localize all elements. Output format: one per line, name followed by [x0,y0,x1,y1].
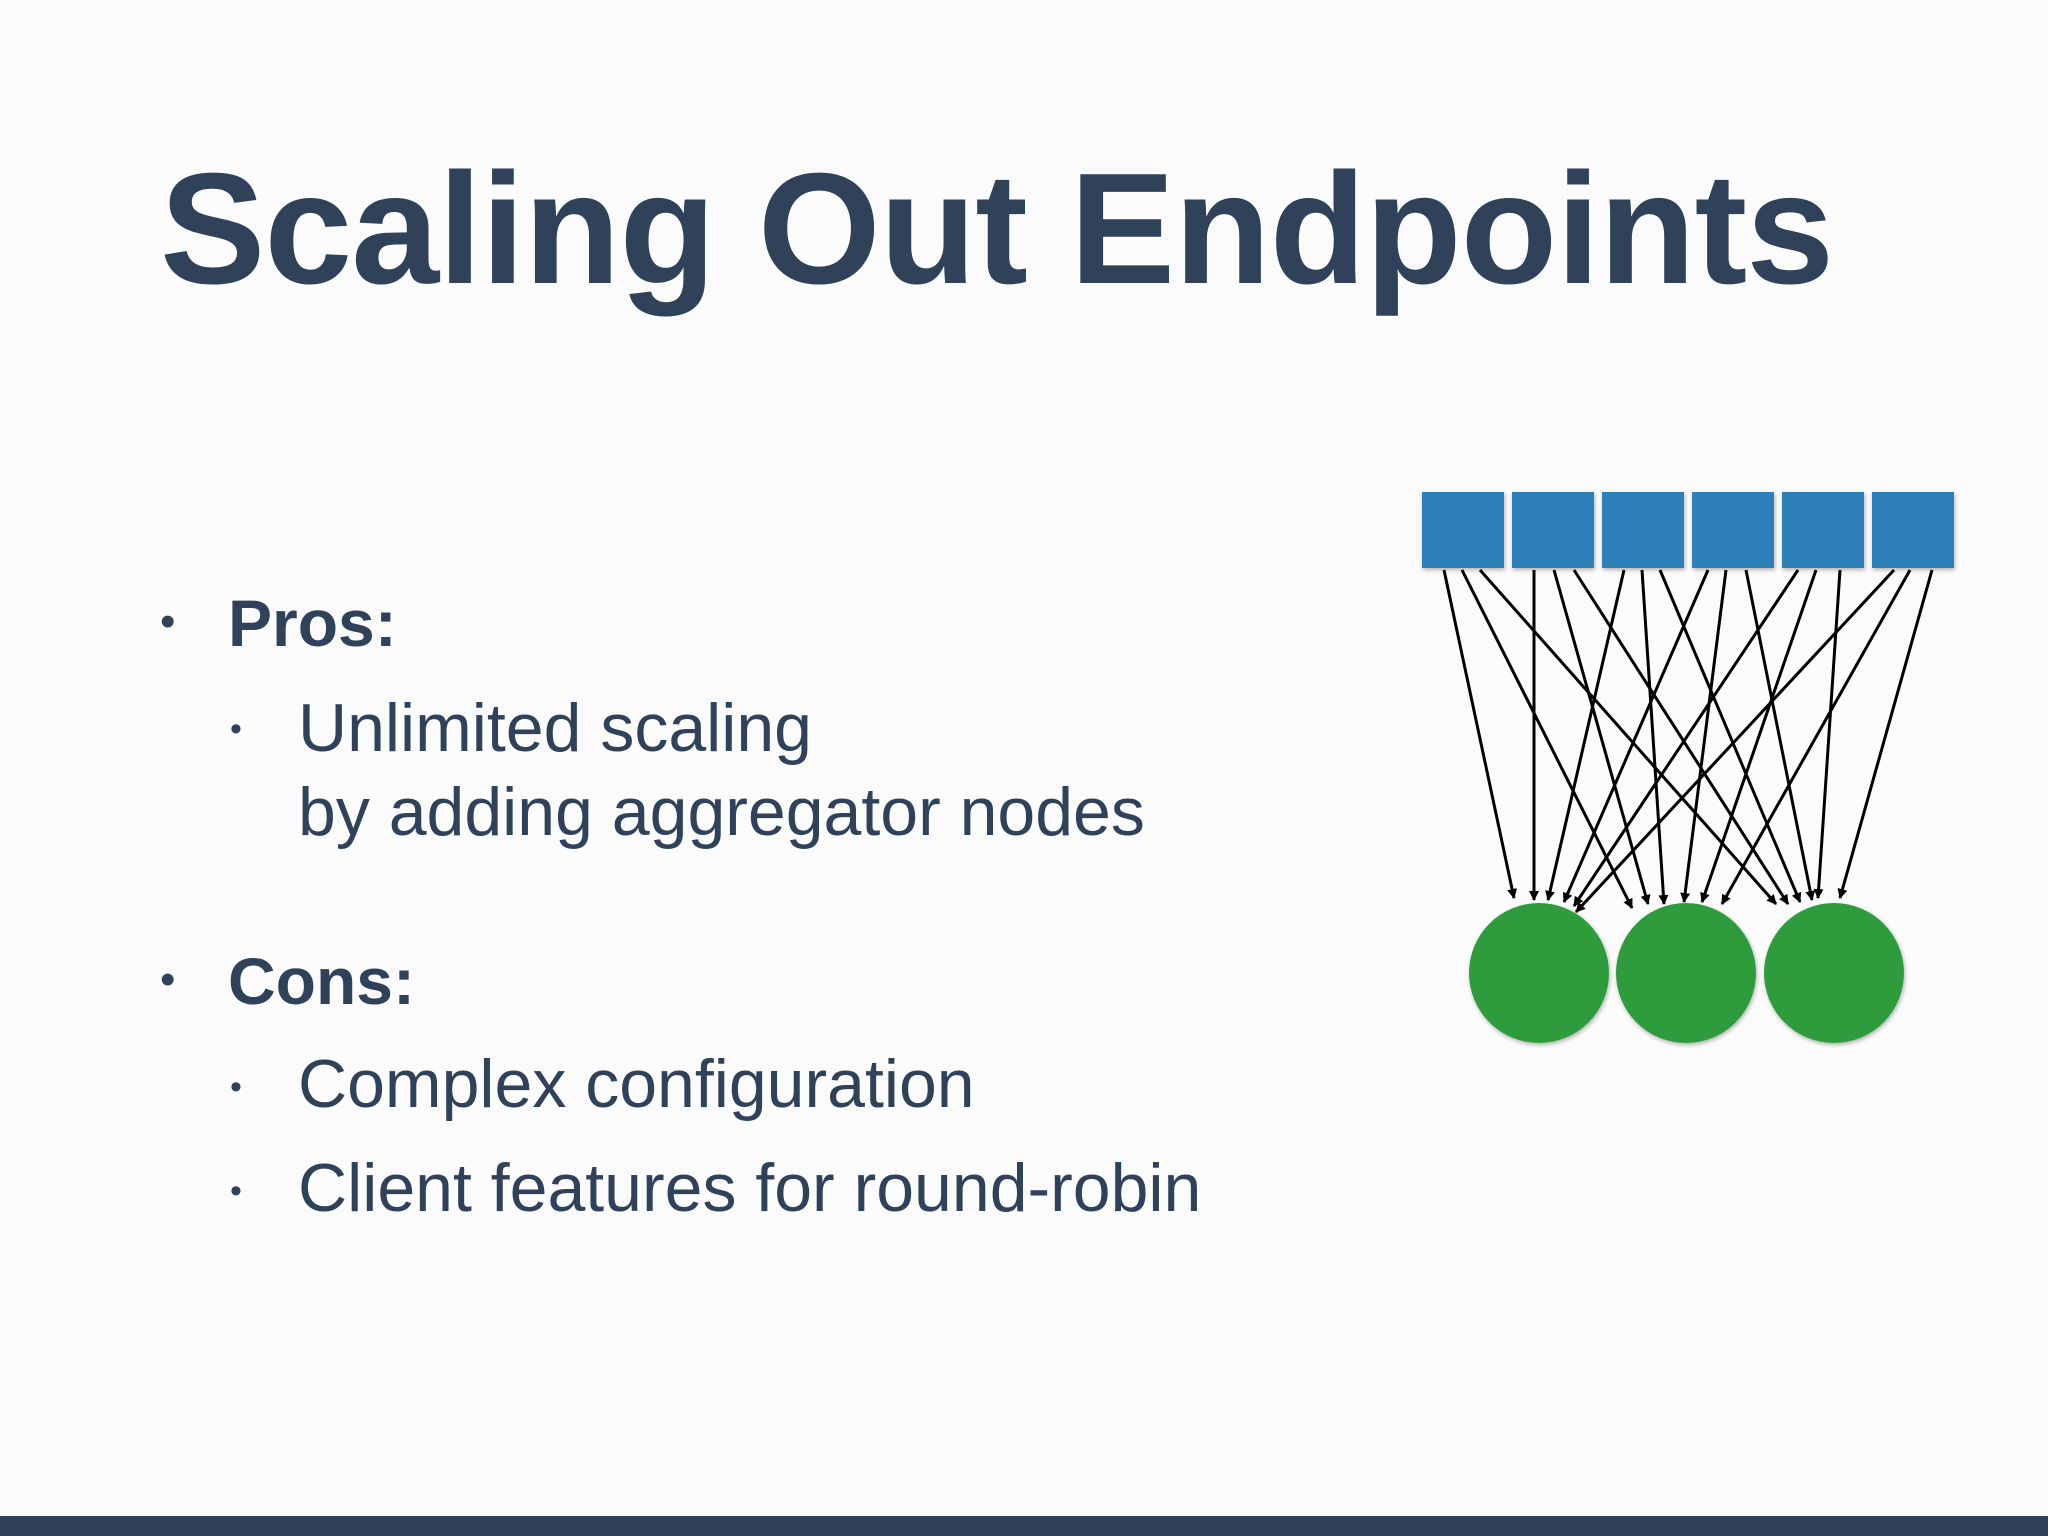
connection-arrow [1574,568,1896,914]
client-node [1692,492,1774,568]
connection-arrow [1720,569,1912,905]
aggregator-node [1469,903,1609,1043]
pros-item: Unlimited scaling by adding aggregator n… [298,690,1145,850]
pros-heading: Pros: [228,586,397,660]
cons-heading: Cons: [228,944,415,1018]
connection-arrow [1460,569,1634,909]
cons-item-bullet: • [230,1068,242,1106]
cons-item-bullet: • [230,1172,242,1210]
client-node [1512,492,1594,568]
aggregator-node [1616,903,1756,1043]
aggregator-nodes [1469,903,1904,1043]
footer-bar [0,1516,2048,1536]
connection-arrow [1680,569,1728,903]
pros-item-bullet: • [230,710,242,748]
slide-title: Scaling Out Endpoints [160,141,1834,317]
cons-item: Complex configuration [298,1046,975,1122]
client-node [1872,492,1954,568]
connection-arrows [1442,568,1934,914]
client-node [1422,492,1504,568]
cons-item: Client features for round-robin [298,1150,1202,1226]
client-nodes [1422,492,1954,568]
cons-bullet: • [160,955,176,1004]
connection-arrow [1562,569,1710,903]
connection-arrow [1442,569,1518,899]
client-node [1782,492,1864,568]
client-node [1602,492,1684,568]
connection-arrow [1640,569,1669,905]
connection-arrow [1552,569,1651,905]
connection-arrow [1837,569,1934,899]
pros-bullet: • [160,597,176,646]
connection-arrow [1545,569,1626,901]
connection-arrow [1744,569,1816,901]
connection-arrow [1478,569,1778,905]
connection-arrow [1813,569,1842,899]
connection-arrow [1700,569,1818,903]
connection-arrow [1572,569,1800,907]
aggregator-node [1764,903,1904,1043]
